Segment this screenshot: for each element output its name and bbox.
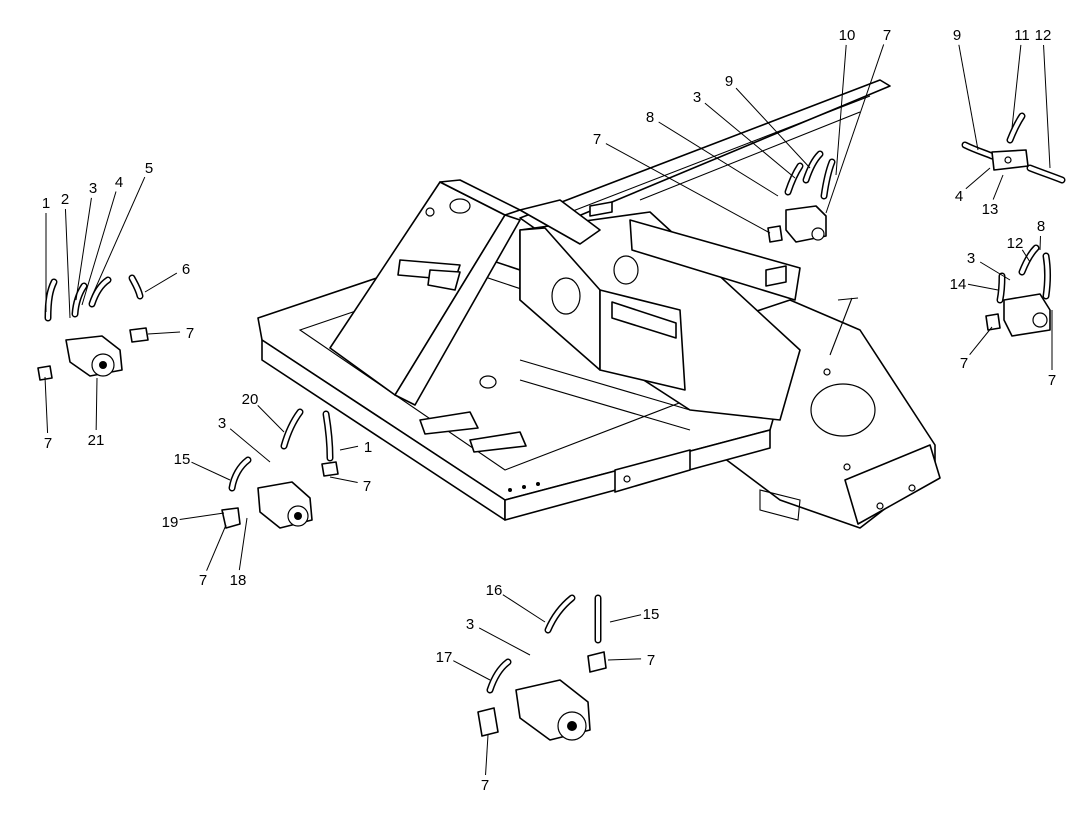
callout-number: 16 xyxy=(486,582,503,599)
callout-leader-line xyxy=(658,121,779,197)
callout-leader-line xyxy=(605,143,771,234)
callout-number: 7 xyxy=(481,777,489,794)
callout-number: 7 xyxy=(647,652,655,669)
valve-assembly-top-center xyxy=(767,205,827,243)
callout-leader-line xyxy=(91,176,146,297)
callout-leader-line xyxy=(992,174,1004,200)
callout-leader-line xyxy=(81,191,117,306)
callout-leader-line xyxy=(1043,44,1051,169)
callout-number: 7 xyxy=(593,131,601,148)
callout-leader-line xyxy=(825,44,885,214)
callout-number: 3 xyxy=(89,180,97,197)
callout-number: 5 xyxy=(145,160,153,177)
callout-number: 7 xyxy=(883,27,891,44)
tee-fitting-top-right xyxy=(991,149,1029,171)
callout-number: 10 xyxy=(839,27,856,44)
callout-leader-line xyxy=(979,261,1011,281)
callout-number: 9 xyxy=(725,73,733,90)
pump-assembly-left xyxy=(37,327,149,381)
callout-number: 4 xyxy=(115,174,123,191)
callout-leader-line xyxy=(453,660,491,681)
callout-number: 7 xyxy=(363,478,371,495)
callout-number: 7 xyxy=(186,325,194,342)
callout-leader-line xyxy=(735,87,811,169)
pump-assembly-center xyxy=(221,461,339,529)
callout-leader-line xyxy=(147,331,181,335)
callout-leader-line xyxy=(967,283,999,291)
callout-leader-line xyxy=(179,512,225,520)
callout-number: 6 xyxy=(182,261,190,278)
callout-number: 14 xyxy=(950,276,967,293)
callout-number: 18 xyxy=(230,572,247,589)
callout-leader-line xyxy=(704,102,796,179)
callout-number: 15 xyxy=(174,451,191,468)
callout-number: 7 xyxy=(44,435,52,452)
callout-number: 8 xyxy=(1037,218,1045,235)
callout-number: 11 xyxy=(1014,27,1030,44)
callout-leader-line xyxy=(229,428,271,463)
callout-leader-line xyxy=(339,445,359,451)
callout-leader-line xyxy=(1021,249,1031,263)
callout-number: 2 xyxy=(61,191,69,208)
callout-number: 21 xyxy=(88,432,105,449)
callout-leader-line xyxy=(958,44,979,151)
chassis-frame xyxy=(257,79,941,529)
callout-leader-line xyxy=(238,517,248,571)
callout-number: 12 xyxy=(1035,27,1052,44)
callout-number: 19 xyxy=(162,514,179,531)
callout-number: 8 xyxy=(646,109,654,126)
callout-leader-line xyxy=(835,44,847,176)
callout-leader-line xyxy=(965,167,991,190)
callout-leader-line xyxy=(485,734,489,776)
callout-number: 7 xyxy=(199,572,207,589)
callout-leader-line xyxy=(75,197,92,301)
callout-number: 7 xyxy=(960,355,968,372)
callout-leader-line xyxy=(257,405,285,433)
callout-number: 3 xyxy=(466,616,474,633)
callout-leader-line xyxy=(329,476,358,483)
callout-number: 12 xyxy=(1007,235,1024,252)
callout-leader-line xyxy=(64,208,71,319)
callout-leader-line xyxy=(191,461,231,481)
pump-assembly-bottom xyxy=(477,651,607,741)
valve-assembly-right xyxy=(985,293,1051,337)
callout-leader-line xyxy=(1011,44,1022,129)
callout-leader-line xyxy=(206,524,227,571)
callout-leader-line xyxy=(969,326,993,356)
callout-leader-line xyxy=(607,658,642,661)
callout-leader-line xyxy=(44,376,49,434)
callout-number: 7 xyxy=(1048,372,1056,389)
callout-number: 17 xyxy=(436,649,453,666)
callout-number: 3 xyxy=(693,89,701,106)
callout-leader-line xyxy=(478,627,531,656)
callout-number: 3 xyxy=(218,415,226,432)
callout-leader-line xyxy=(95,377,98,431)
callout-leader-line xyxy=(502,594,546,623)
callout-number: 1 xyxy=(42,195,50,212)
callout-number: 9 xyxy=(953,27,961,44)
callout-number: 1 xyxy=(364,439,372,456)
callout-number: 20 xyxy=(242,391,259,408)
callout-number: 3 xyxy=(967,250,975,267)
callout-leader-line xyxy=(609,614,642,623)
callout-number: 4 xyxy=(955,188,963,205)
callout-number: 13 xyxy=(982,201,999,218)
callout-number: 15 xyxy=(643,606,660,623)
callout-leader-line xyxy=(144,272,178,293)
